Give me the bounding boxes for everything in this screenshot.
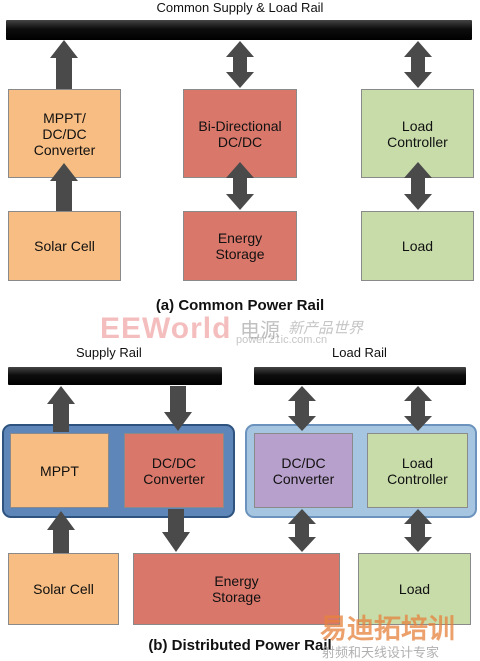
common-rail-label: Common Supply & Load Rail bbox=[156, 0, 324, 15]
load-controller-block: Load Controller bbox=[361, 89, 474, 178]
distributed-load-block: Load bbox=[358, 553, 471, 625]
arrow-up-mppt-to-rail bbox=[50, 40, 78, 89]
supply-rail-label: Supply Rail bbox=[76, 345, 142, 360]
common-supply-load-rail bbox=[6, 20, 472, 40]
load-block: Load bbox=[361, 211, 474, 281]
double-arrow-load-rail-controller bbox=[404, 386, 432, 431]
load-dcdc-converter-block: DC/DC Converter bbox=[254, 433, 353, 508]
double-arrow-load-rail-dcdc bbox=[288, 386, 316, 431]
double-arrow-dcdc-storage bbox=[288, 509, 316, 552]
double-arrow-controller-load-b bbox=[404, 509, 432, 552]
distributed-load-controller-block: Load Controller bbox=[367, 433, 468, 508]
double-arrow-controller-load bbox=[404, 162, 432, 210]
arrow-up-mppt-to-supply-rail bbox=[47, 386, 75, 432]
double-arrow-rail-load-controller bbox=[404, 41, 432, 88]
arrow-up-solar-to-mppt bbox=[50, 163, 78, 211]
arrow-down-supply-rail-to-dcdc bbox=[164, 386, 192, 431]
distributed-solar-cell-block: Solar Cell bbox=[8, 553, 119, 625]
mppt-block: MPPT bbox=[10, 433, 109, 508]
arrow-up-solar-to-mppt-b bbox=[47, 511, 75, 553]
caption-distributed-power-rail: (b) Distributed Power Rail bbox=[148, 637, 332, 654]
supply-rail bbox=[8, 367, 222, 385]
energy-storage-block: Energy Storage bbox=[183, 211, 297, 281]
mppt-dcdc-converter-block: MPPT/ DC/DC Converter bbox=[8, 89, 121, 178]
distributed-energy-storage-block: Energy Storage bbox=[133, 553, 340, 625]
arrow-down-dcdc-to-storage bbox=[162, 509, 190, 552]
supply-dcdc-converter-block: DC/DC Converter bbox=[124, 433, 224, 508]
solar-cell-block: Solar Cell bbox=[8, 211, 121, 281]
load-rail-label: Load Rail bbox=[332, 345, 387, 360]
double-arrow-bidirectional-storage bbox=[226, 162, 254, 210]
load-rail bbox=[254, 367, 466, 385]
caption-common-power-rail: (a) Common Power Rail bbox=[155, 297, 325, 314]
double-arrow-rail-bidirectional bbox=[226, 41, 254, 88]
